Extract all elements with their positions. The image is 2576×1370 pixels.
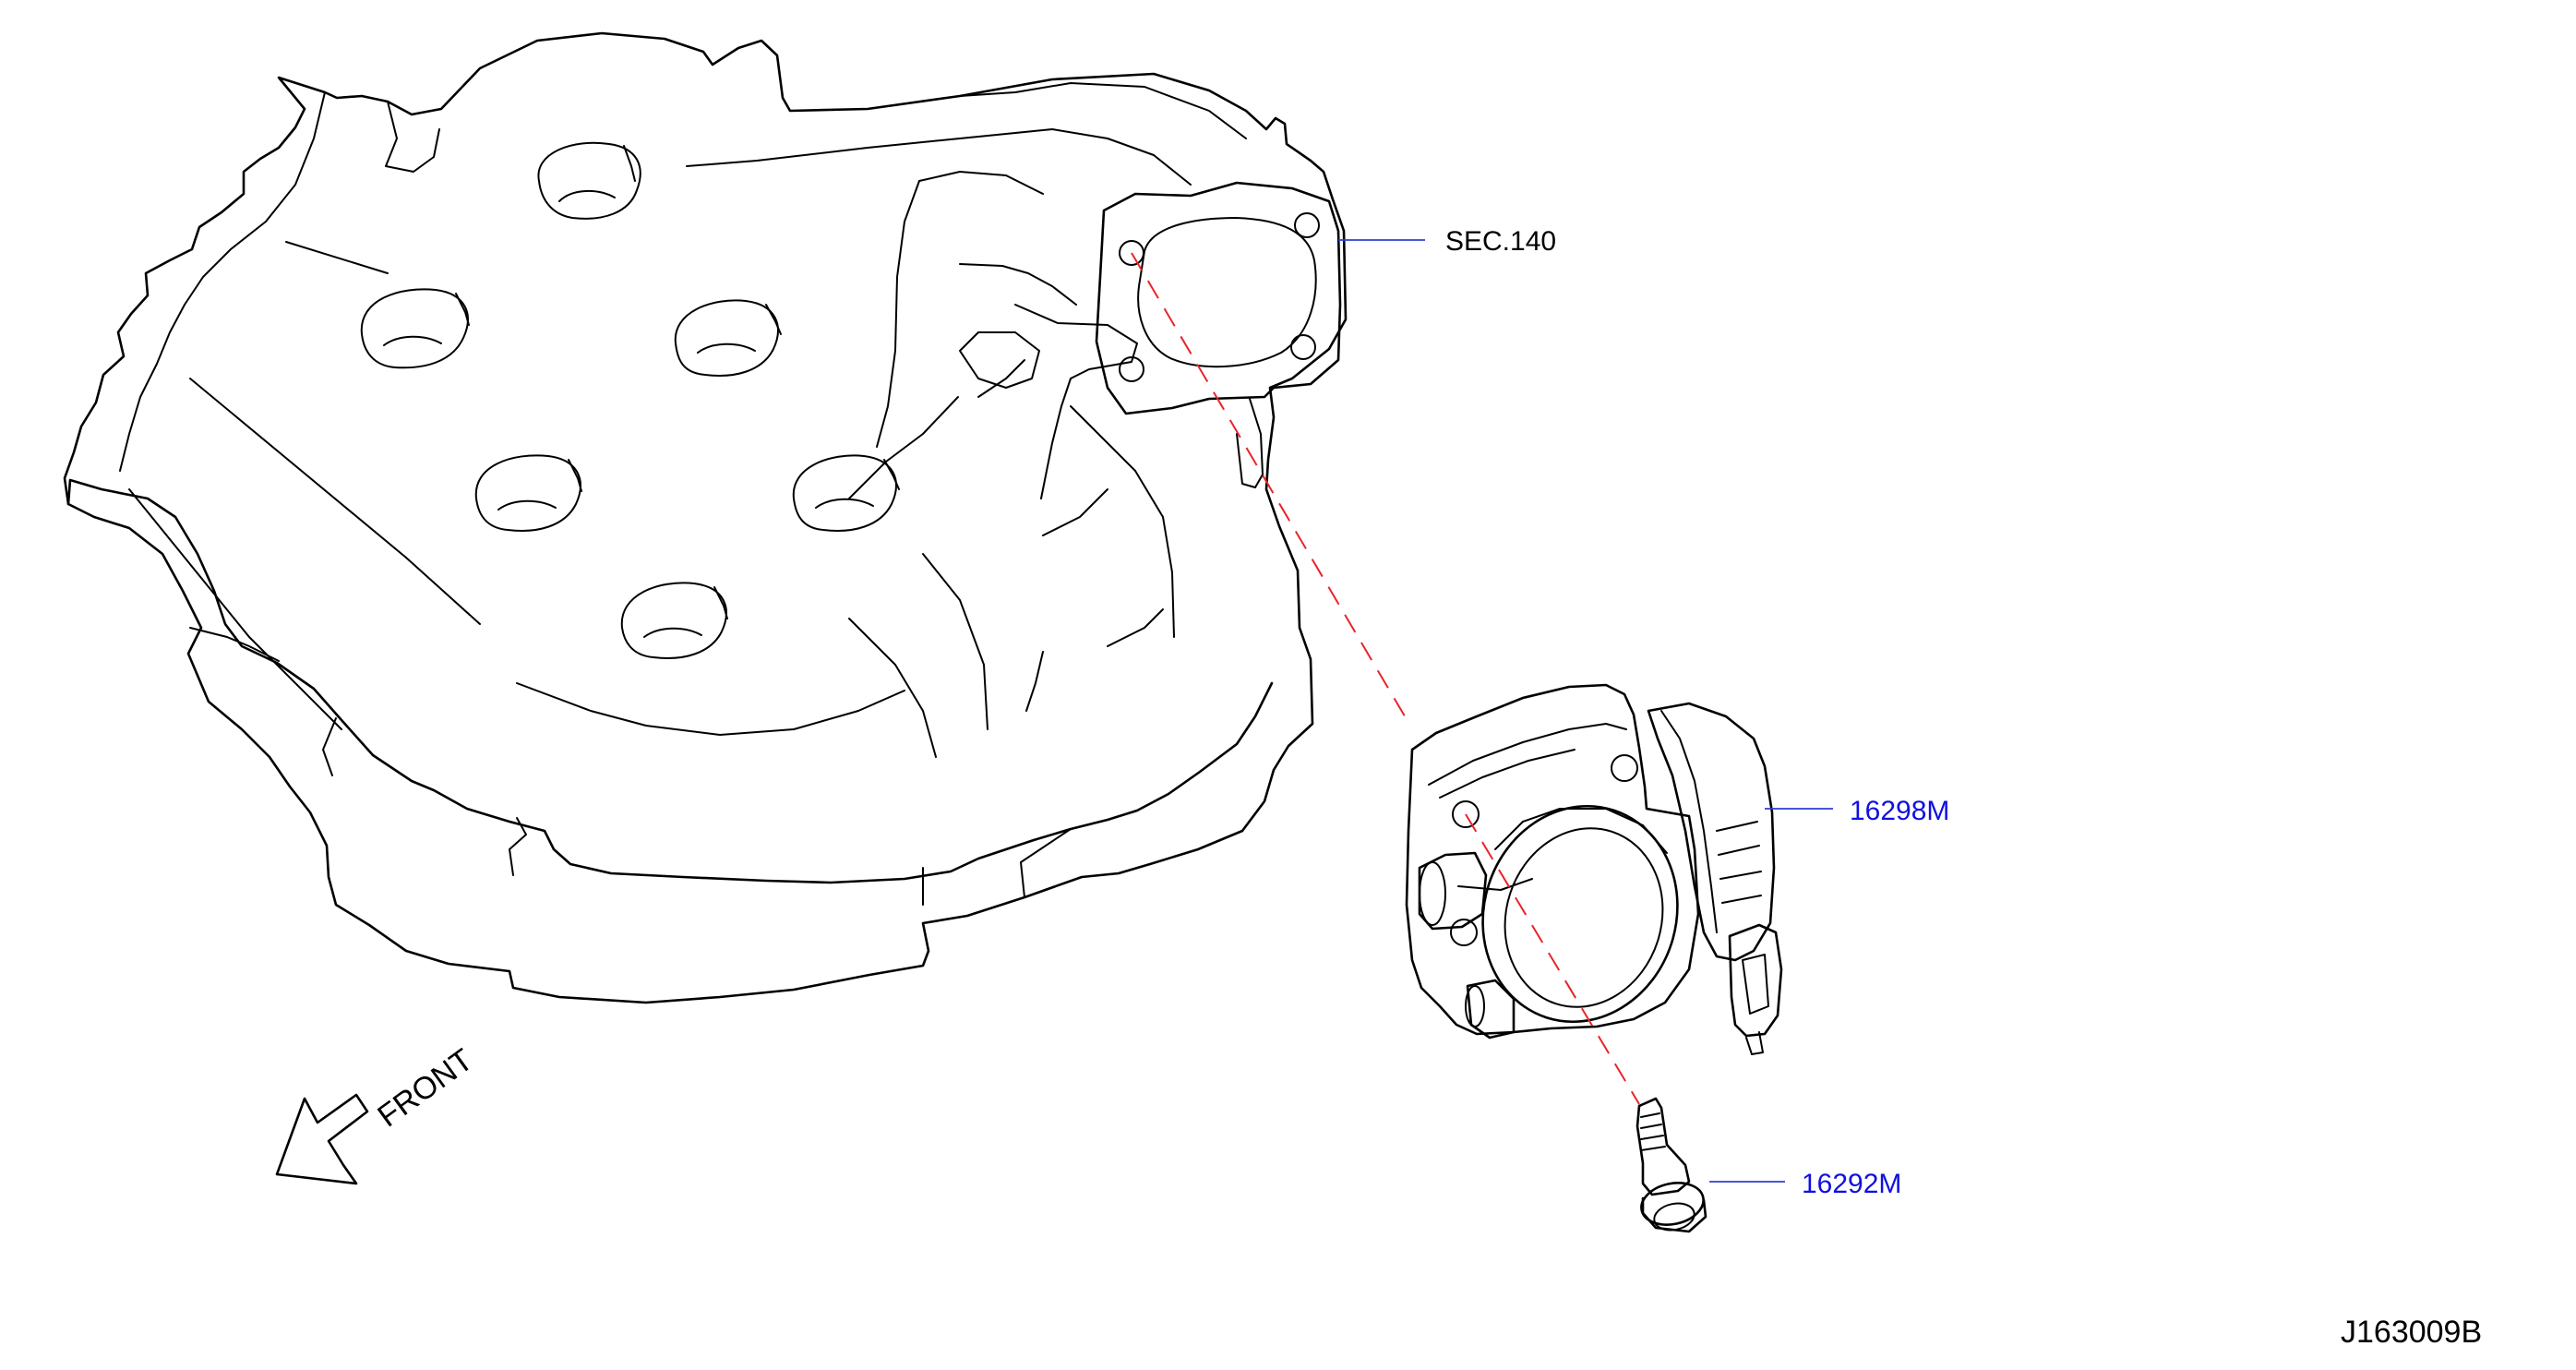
manifold-throttle-flange [1095, 181, 1342, 488]
manifold-boss-2 [360, 288, 470, 369]
manifold-boss-1 [537, 141, 641, 220]
front-label: FRONT [371, 1042, 479, 1135]
manifold-boss-6 [620, 582, 728, 659]
alignment-line-lower [1465, 813, 1640, 1105]
manifold-boss-3 [674, 299, 782, 377]
callout-16298m[interactable]: 16298M [1850, 796, 1949, 826]
intake-manifold [63, 31, 1348, 1004]
throttle-bore-outer [1481, 804, 1679, 1024]
manifold-boss-5 [792, 454, 900, 532]
alignment-line-upper [1131, 252, 1411, 727]
bolt [1635, 1097, 1707, 1233]
callout-16292m[interactable]: 16292M [1802, 1169, 1901, 1199]
callout-sec140[interactable]: SEC.140 [1445, 226, 1556, 257]
diagram-id: J163009B [2341, 1315, 2482, 1350]
throttle-body [1405, 683, 1783, 1055]
manifold-boss-4 [474, 454, 582, 532]
front-arrow-icon [275, 1093, 369, 1185]
throttle-bore-inner [1504, 827, 1664, 1008]
